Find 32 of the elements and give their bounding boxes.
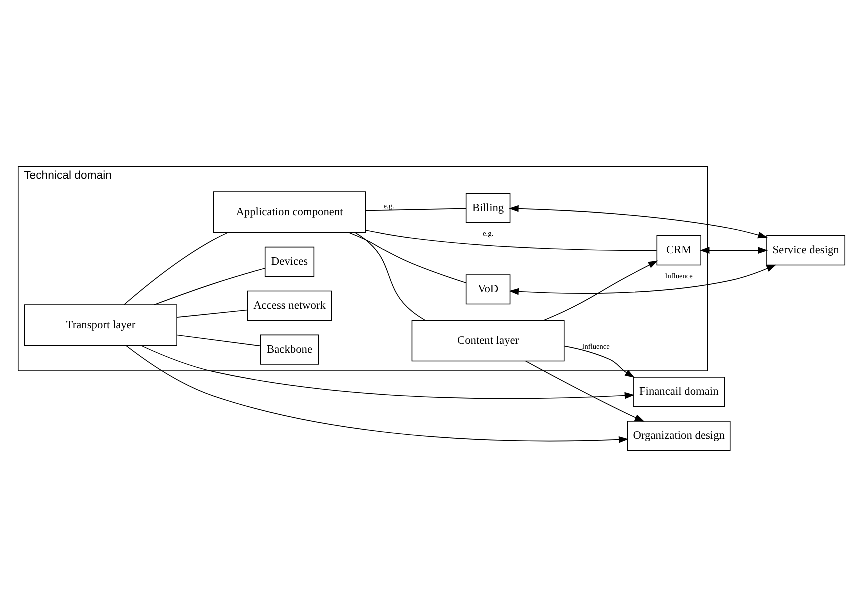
connector [366, 230, 658, 252]
node-box: Backbone [260, 334, 320, 365]
node-box: Access network [247, 290, 332, 321]
node-box: Service design [766, 236, 846, 266]
arrow [544, 260, 658, 321]
arrow [509, 264, 777, 296]
arrow [700, 247, 768, 254]
connector [154, 268, 266, 306]
connector [176, 310, 248, 318]
node-box: Devices [264, 246, 315, 278]
arrow [140, 345, 635, 400]
node-box: Organization design [627, 421, 731, 452]
arrow [525, 360, 645, 422]
node-box: VoD [466, 274, 511, 305]
node-box: CRM [656, 236, 702, 266]
arrow [564, 346, 635, 378]
connector [348, 232, 467, 284]
arrow [509, 205, 768, 239]
connector [365, 208, 467, 212]
node-box: Billing [466, 193, 511, 224]
connector [176, 334, 262, 347]
edge-label: Influence [582, 342, 610, 352]
node-box: Financail domain [633, 377, 726, 408]
arrow [126, 345, 629, 444]
connector [124, 232, 229, 306]
node-box: Application component [213, 192, 366, 234]
node-box: Content layer [412, 320, 565, 362]
node-box: Transport layer [24, 304, 178, 346]
edge-label: Influence [665, 271, 693, 280]
edge-label: e.g. [384, 201, 394, 210]
connector [354, 232, 426, 321]
edge-label: e.g. [483, 229, 494, 238]
